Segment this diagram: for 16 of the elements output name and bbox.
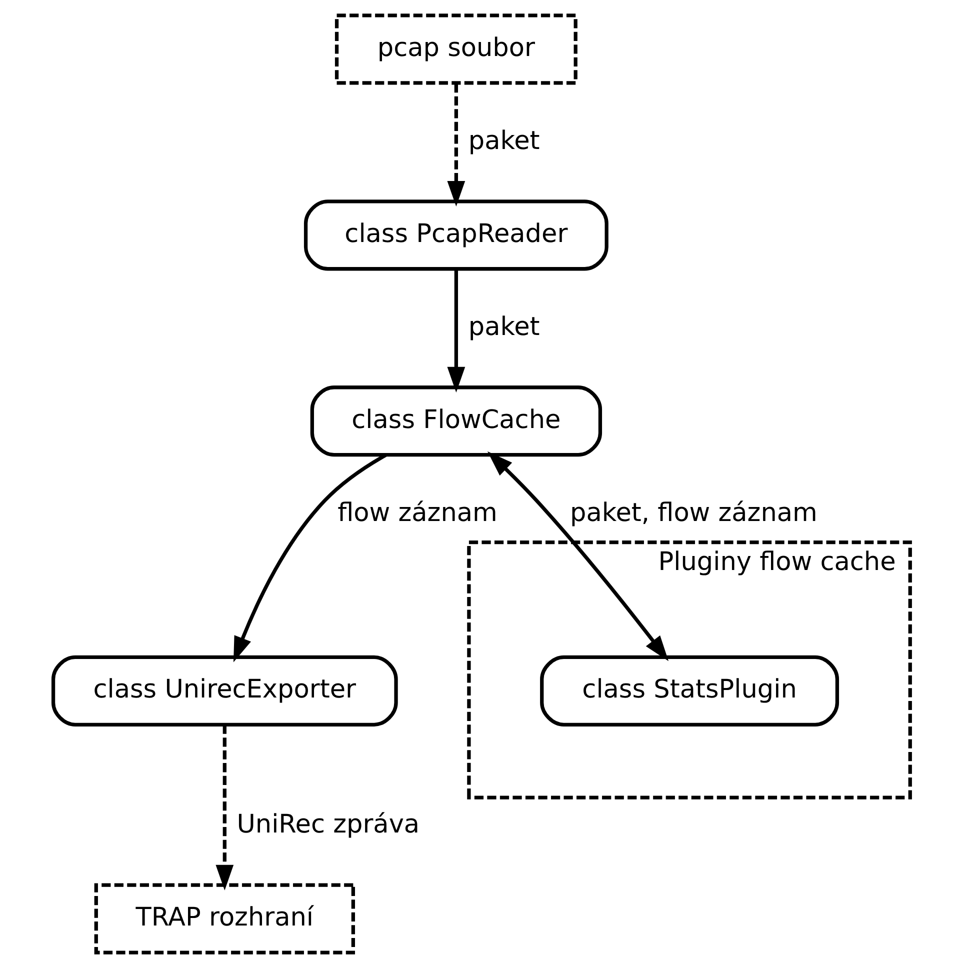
edge-label: paket, flow záznam <box>569 498 817 528</box>
edge-label: flow záznam <box>337 498 497 528</box>
arrow <box>446 84 465 207</box>
edge-label: paket <box>468 312 540 342</box>
arrow <box>446 270 465 392</box>
node-box: class FlowCache <box>310 386 602 457</box>
arrow <box>232 454 386 662</box>
node-box: class StatsPlugin <box>540 655 839 726</box>
arrow <box>215 724 234 890</box>
node-box: class UnirecExporter <box>50 655 398 726</box>
node-box: class PcapReader <box>303 200 608 271</box>
arrow <box>486 451 668 662</box>
node-box: TRAP rozhraní <box>94 883 354 954</box>
edge-label: UniRec zpráva <box>236 810 420 840</box>
node-box: pcap soubor <box>334 14 577 85</box>
edge-label: paket <box>468 126 540 156</box>
